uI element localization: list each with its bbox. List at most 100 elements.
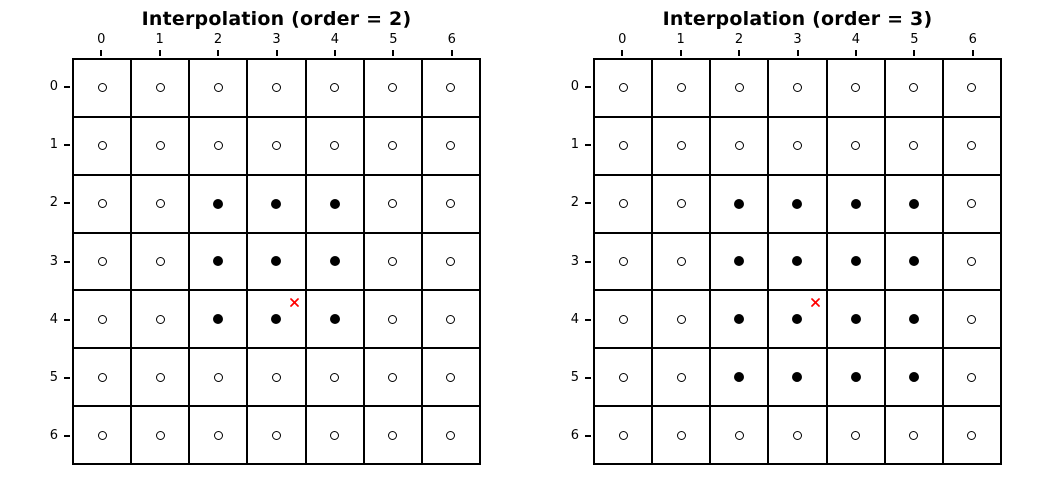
y-tick-label: 2 [570, 195, 579, 211]
grid-cell [422, 349, 479, 406]
filled-point-marker [329, 198, 340, 209]
y-tick-label: 5 [570, 369, 579, 385]
open-point-marker [155, 372, 165, 382]
x-tick-mark [158, 50, 161, 56]
open-point-marker [618, 199, 628, 209]
grid-cell [132, 60, 189, 116]
y-tick-mark [64, 434, 70, 437]
grid-cell [769, 60, 826, 116]
grid-cell [885, 407, 942, 463]
grid-cell [190, 60, 247, 116]
grid-cell [653, 291, 710, 348]
filled-point-marker [329, 256, 340, 267]
y-tick-label: 0 [570, 79, 579, 95]
grid-cell [885, 60, 942, 116]
sample-point-x-icon [289, 297, 299, 307]
x-tick-label: 0 [618, 32, 627, 47]
grid-cell [422, 233, 479, 290]
open-point-marker [97, 83, 107, 93]
grid-cell [827, 233, 884, 290]
open-point-marker [618, 372, 628, 382]
open-point-marker [909, 141, 919, 151]
grid-cell [711, 349, 768, 406]
grid-cell [306, 291, 363, 348]
grid-cell [827, 349, 884, 406]
x-tick-mark [679, 50, 682, 56]
open-point-marker [676, 141, 686, 151]
open-point-marker [388, 372, 398, 382]
grid-cell [653, 175, 710, 232]
grid-cell [422, 60, 479, 116]
grid-cell [943, 233, 1000, 290]
x-tick-label: 3 [272, 32, 281, 47]
grid-cell [364, 349, 421, 406]
grid-cell [132, 117, 189, 174]
x-tick-label: 5 [389, 32, 398, 47]
x-tick-mark [621, 50, 624, 56]
grid-cell [364, 407, 421, 463]
grid-cell [306, 60, 363, 116]
x-tick-label: 0 [97, 32, 106, 47]
grid-cell [132, 291, 189, 348]
grid-cell [827, 407, 884, 463]
open-point-marker [446, 372, 456, 382]
y-tick-mark [64, 376, 70, 379]
open-point-marker [330, 141, 340, 151]
open-point-marker [967, 372, 977, 382]
open-point-marker [851, 83, 861, 93]
x-tick-mark [796, 50, 799, 56]
y-tick-label: 4 [570, 311, 579, 327]
filled-point-marker [329, 314, 340, 325]
grid-cell [74, 233, 131, 290]
grid-cell [364, 60, 421, 116]
grid-cell [595, 233, 652, 290]
grid-cell [422, 175, 479, 232]
grid-cell [943, 407, 1000, 463]
plot-title: Interpolation (order = 3) [662, 8, 933, 30]
grid-cell [595, 175, 652, 232]
grid-cell [711, 117, 768, 174]
x-tick-mark [100, 50, 103, 56]
grid-cell [827, 175, 884, 232]
grid-cell [306, 117, 363, 174]
open-point-marker [734, 83, 744, 93]
open-point-marker [388, 256, 398, 266]
filled-point-marker [271, 256, 282, 267]
open-point-marker [676, 430, 686, 440]
x-tick-mark [738, 50, 741, 56]
open-point-marker [967, 314, 977, 324]
grid-cell [769, 349, 826, 406]
grid-cell [943, 349, 1000, 406]
y-tick-mark [585, 86, 591, 89]
x-tick-label: 1 [155, 32, 164, 47]
open-point-marker [330, 430, 340, 440]
filled-point-marker [213, 314, 224, 325]
grid-cell [653, 407, 710, 463]
filled-point-marker [908, 314, 919, 325]
open-point-marker [97, 430, 107, 440]
open-point-marker [155, 430, 165, 440]
open-point-marker [676, 314, 686, 324]
open-point-marker [271, 430, 281, 440]
open-point-marker [388, 199, 398, 209]
open-point-marker [446, 256, 456, 266]
grid-cell [74, 291, 131, 348]
open-point-marker [97, 256, 107, 266]
grid-cell [711, 60, 768, 116]
open-point-marker [967, 256, 977, 266]
x-tick-label: 6 [968, 32, 977, 47]
filled-point-marker [908, 372, 919, 383]
open-point-marker [446, 314, 456, 324]
filled-point-marker [792, 314, 803, 325]
open-point-marker [851, 141, 861, 151]
filled-point-marker [850, 314, 861, 325]
grid-cell [74, 60, 131, 116]
y-tick-mark [585, 202, 591, 205]
grid-cell [769, 233, 826, 290]
open-point-marker [388, 141, 398, 151]
open-point-marker [388, 430, 398, 440]
open-point-marker [618, 141, 628, 151]
grid-cell [132, 175, 189, 232]
open-point-marker [618, 83, 628, 93]
